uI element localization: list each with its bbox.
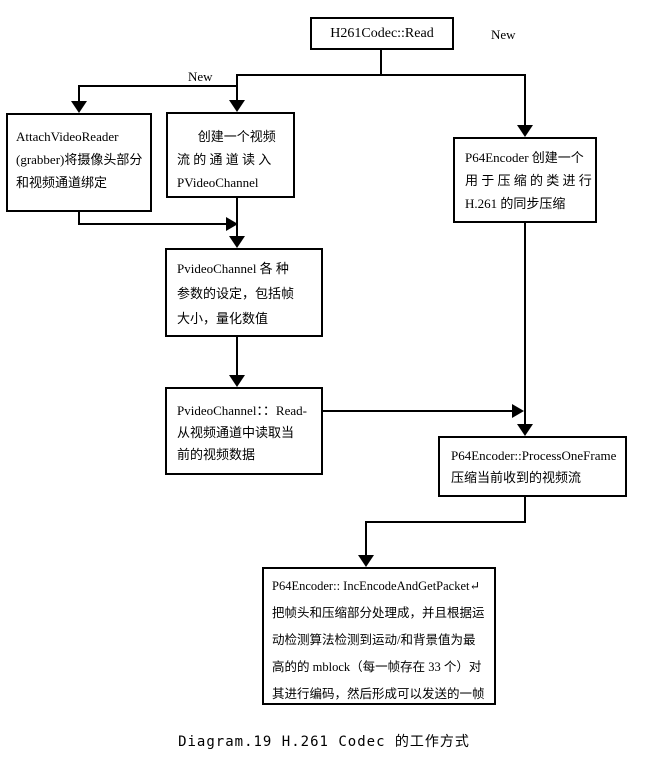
arrow-down-icon (358, 555, 374, 567)
connector-attach-down (78, 212, 80, 225)
connector-proc-left (365, 521, 526, 523)
node-line: 把帧头和压缩部分处理成，并且根据运 (272, 606, 485, 620)
node-p64encoder-process-one-frame: P64Encoder::ProcessOneFrame 压缩当前收到的视频流 (438, 436, 627, 497)
node-pvideochannel-params: PvideoChannel 各 种 参数的设定，包括帧 大小，量化数值 (165, 248, 323, 337)
node-title: H261Codec::Read (330, 26, 434, 41)
node-h261codec-read: H261Codec::Read (310, 17, 454, 50)
node-line: 从视频通道中读取当 (177, 425, 295, 440)
arrow-down-icon (517, 424, 533, 436)
node-line: P64Encoder::ProcessOneFrame (451, 448, 617, 463)
node-line: PvideoChannel 各 种 (177, 261, 289, 276)
connector-read-right (323, 410, 513, 412)
node-line: 动检测算法检测到运动/和背景值为最 (272, 633, 476, 647)
node-line: 流 的 通 道 读 入 (177, 152, 272, 167)
node-pvideochannel-read: PvideoChannel：：Read- 从视频通道中读取当 前的视频数据 (165, 387, 323, 475)
node-create-video-channel: 创建一个视频 流 的 通 道 读 入 PVideoChannel (166, 112, 295, 198)
connector-new-branch (78, 85, 238, 87)
arrow-right-icon (226, 217, 238, 231)
diagram-caption: Diagram.19 H.261 Codec 的工作方式 (178, 734, 470, 750)
arrow-down-icon (229, 236, 245, 248)
node-line: P64Encoder 创建一个 (465, 150, 584, 165)
node-line: 和视频通道绑定 (16, 175, 108, 190)
node-line: 大小，量化数值 (177, 311, 269, 326)
node-line: H.261 的同步压缩 (465, 196, 566, 211)
arrow-down-icon (229, 100, 245, 112)
arrow-down-icon (517, 125, 533, 137)
node-p64encoder-create: P64Encoder 创建一个 用 于 压 缩 的 类 进 行 H.261 的同… (453, 137, 597, 223)
connector-top-stem (380, 50, 382, 75)
node-line: 前的视频数据 (177, 447, 256, 462)
node-p64encoder-inc-encode: P64Encoder:: IncEncodeAndGetPacket↵ 把帧头和… (262, 567, 496, 705)
connector-to-p64encoder (524, 74, 526, 126)
node-line: 创建一个视频 (197, 129, 276, 144)
connector-params-to-read (236, 337, 238, 376)
connector-p64-down (524, 223, 526, 425)
node-line: 压缩当前收到的视频流 (451, 470, 582, 485)
connector-inc-stem (365, 521, 367, 556)
node-line: 高的的 mblock（每一帧存在 33 个）对 (272, 660, 482, 674)
arrow-down-icon (229, 375, 245, 387)
label-new-left: New (188, 69, 213, 84)
connector-top-split (236, 74, 526, 76)
node-line: P64Encoder:: IncEncodeAndGetPacket↵ (272, 579, 480, 593)
connector-to-create-channel (236, 74, 238, 102)
connector-to-attach (78, 85, 80, 102)
connector-create-to-params (236, 198, 238, 237)
node-line: 其进行编码，然后形成可以发送的一帧 (272, 687, 485, 701)
arrow-right-icon (512, 404, 524, 418)
node-line: 用 于 压 缩 的 类 进 行 (465, 173, 592, 188)
label-new-right: New (491, 27, 516, 42)
node-line: (grabber)将摄像头部分 (16, 152, 143, 167)
node-attach-video-reader: AttachVideoReader (grabber)将摄像头部分 和视频通道绑… (6, 113, 152, 212)
node-line: PvideoChannel：：Read- (177, 403, 307, 418)
connector-proc-down (524, 497, 526, 523)
connector-attach-right (78, 223, 226, 225)
arrow-down-icon (71, 101, 87, 113)
node-line: AttachVideoReader (16, 129, 119, 144)
node-line: 参数的设定，包括帧 (177, 286, 295, 301)
node-line: PVideoChannel (177, 175, 259, 190)
